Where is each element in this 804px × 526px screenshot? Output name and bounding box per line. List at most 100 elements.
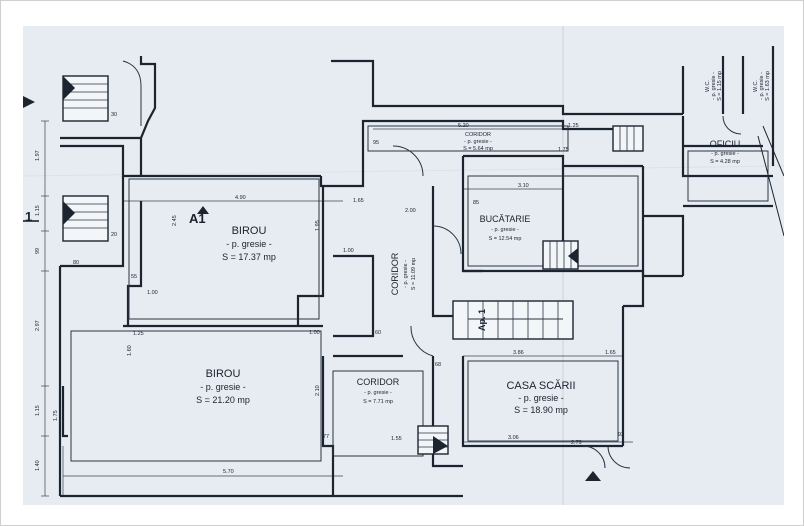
- room-coridor-2: CORIDOR - p. gresie - S = 7.71 mp: [357, 377, 400, 405]
- dimension-value: 1.00: [343, 248, 354, 254]
- dimension-value: 2.79: [571, 440, 582, 446]
- dimension-value: 68: [435, 362, 441, 368]
- dimension-value: 3.86: [513, 350, 524, 356]
- room-finish: - p. gresie -: [711, 151, 739, 157]
- diagonal-line: [757, 135, 784, 237]
- room-name: W.C.: [753, 80, 759, 92]
- room-finish: - p. gresie -: [491, 227, 519, 233]
- room-finish: - p. gresie -: [226, 239, 272, 249]
- room-area: S = 1.63 mp: [765, 71, 771, 101]
- stair-top-left: [62, 60, 142, 126]
- dimension-value: 2.45: [172, 215, 178, 226]
- dimension-value: 1.15: [35, 405, 41, 416]
- dimension-value: 1.60: [127, 345, 133, 356]
- room-bucatarie: BUCĂTARIE - p. gresie - S = 12.54 mp: [480, 214, 531, 242]
- dimension-value: 1.00: [309, 330, 320, 336]
- room-finish: - p. gresie -: [711, 72, 717, 100]
- stair-label: Ap. 1: [477, 309, 487, 331]
- dimension-value: 2.97: [35, 320, 41, 331]
- dimension-value: 1.97: [35, 150, 41, 161]
- dimension-value: 85: [473, 200, 479, 206]
- stair-corridor-top: [612, 125, 644, 152]
- dimension-value: 20: [111, 232, 117, 238]
- room-oficiu: OFICIU - p. gresie - S = 4.28 mp: [710, 139, 741, 165]
- dimension-value: 1.65: [605, 350, 616, 356]
- floor-plan: A1 1 BIROU - p. gresie - S = 17.37 mp BI…: [23, 26, 784, 505]
- stair-main: [452, 300, 574, 340]
- dimension-value: 80: [73, 260, 79, 266]
- diagonal-line: [762, 125, 784, 177]
- dimension-value: 3.10: [518, 183, 529, 189]
- dimension-value: 1.65: [353, 198, 364, 204]
- room-name: CORIDOR: [465, 132, 491, 138]
- dimension-value: 1.15: [35, 205, 41, 216]
- room-wc-2: W.C. - p. gresie - S = 1.63 mp: [753, 71, 771, 101]
- dimension-value: 95: [373, 140, 379, 146]
- room-area: S = 7.71 mp: [363, 399, 393, 405]
- dimension-lines: [41, 120, 633, 497]
- dimension-value: 1.75: [53, 410, 59, 421]
- room-finish: - p. gresie -: [759, 72, 765, 100]
- entrance-arrow-icon: [585, 471, 601, 481]
- floor-plan-drawing: A1 1 BIROU - p. gresie - S = 17.37 mp BI…: [23, 26, 784, 505]
- stair-label-group: Ap. 1: [477, 309, 487, 331]
- dimension-value: 55: [131, 274, 137, 280]
- dimension-value: 5.20: [458, 123, 469, 129]
- room-coridor-1: CORIDOR - p. gresie - S = 11.09 mp: [390, 252, 417, 295]
- room-name: CORIDOR: [357, 377, 400, 387]
- dimension-value: 1.75: [558, 147, 569, 153]
- room-name: OFICIU: [710, 139, 741, 149]
- dimension-value: 2.00: [405, 208, 416, 214]
- walls: [58, 46, 775, 498]
- room-area: S = 17.37 mp: [222, 252, 276, 262]
- dimension-value: 1.40: [35, 460, 41, 471]
- dimension-value: 1.25: [568, 123, 579, 129]
- room-area: S = 4.28 mp: [710, 159, 740, 165]
- dimension-value: 3.06: [508, 435, 519, 441]
- room-finish: - p. gresie -: [200, 382, 246, 392]
- door-swings: [392, 115, 742, 469]
- room-area: S = 1.15 mp: [717, 71, 723, 101]
- paper-fold-line: [23, 165, 784, 177]
- room-area: S = 11.09 mp: [411, 258, 417, 290]
- dimension-value: 60: [375, 330, 381, 336]
- dimension-numbers: 1.97 1.15 99 2.97 1.15 1.40 1.75 4.90 1.…: [35, 112, 624, 475]
- dimension-value: 93: [618, 432, 624, 438]
- room-area: S = 21.20 mp: [196, 395, 250, 405]
- room-name: CASA SCĂRII: [506, 379, 575, 392]
- room-name: BUCĂTARIE: [480, 214, 531, 224]
- dimension-value: 1.55: [391, 436, 402, 442]
- room-finish: - p. gresie -: [464, 139, 492, 145]
- dimension-value: 1.00: [147, 290, 158, 296]
- stair-bottom: [417, 425, 449, 455]
- dimension-value: 4.90: [235, 195, 246, 201]
- room-outlines: [70, 125, 769, 462]
- room-birou-2: BIROU - p. gresie - S = 21.20 mp: [196, 368, 250, 405]
- stair-left-middle: [62, 195, 109, 242]
- room-area: S = 5.64 mp: [463, 146, 493, 152]
- side-marker: 1: [25, 209, 32, 224]
- room-birou-1: BIROU - p. gresie - S = 17.37 mp: [222, 225, 276, 262]
- room-name: BIROU: [206, 368, 241, 380]
- room-name: CORIDOR: [390, 252, 400, 295]
- room-name: BIROU: [232, 225, 267, 237]
- room-finish: - p. gresie -: [364, 390, 392, 396]
- room-coridor-3: CORIDOR - p. gresie - S = 5.64 mp: [463, 132, 493, 152]
- dimension-value: 77: [323, 434, 329, 440]
- room-wc-1: W.C. - p. gresie - S = 1.15 mp: [705, 71, 723, 101]
- dimension-value: 30: [111, 112, 117, 118]
- dimension-value: 99: [35, 248, 41, 254]
- room-name: W.C.: [705, 80, 711, 92]
- section-arrow-icon: [23, 96, 35, 108]
- section-marker: A1: [189, 211, 206, 226]
- dimension-value: 1.25: [133, 331, 144, 337]
- dimension-value: 2.10: [315, 385, 321, 396]
- dimension-value: 5.70: [223, 469, 234, 475]
- stair-kitchen: [542, 240, 579, 270]
- room-area: S = 18.90 mp: [514, 405, 568, 415]
- room-finish: - p. gresie -: [518, 393, 564, 403]
- section-arrow-icon: [197, 206, 209, 214]
- dimension-value: 1.95: [315, 220, 321, 231]
- room-area: S = 12.54 mp: [489, 236, 522, 242]
